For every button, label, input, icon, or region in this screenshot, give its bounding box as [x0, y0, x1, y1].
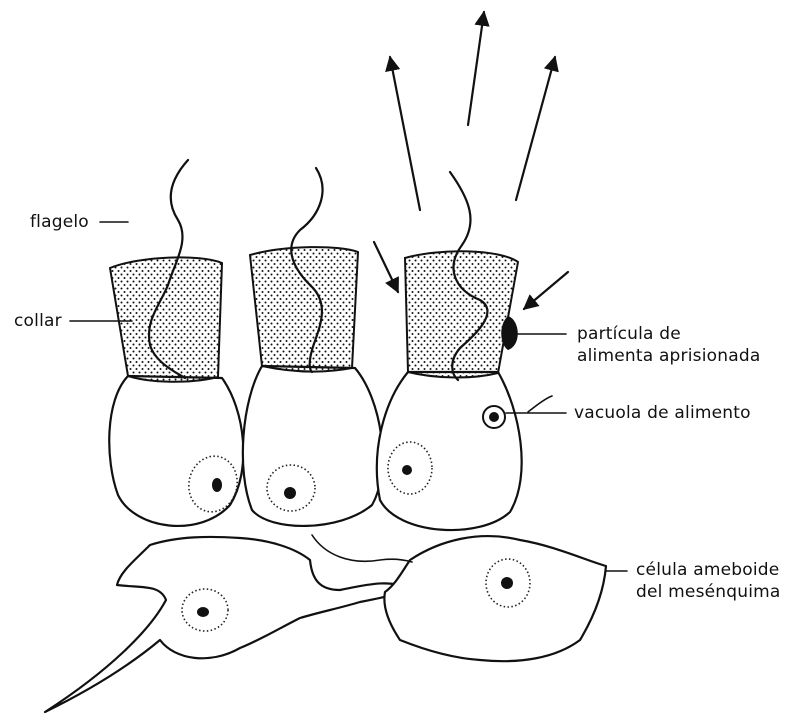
inflow-arrow-right [524, 272, 568, 309]
collar-1 [110, 257, 222, 381]
inflow-arrow-left [374, 242, 398, 292]
food-vacuole [483, 406, 505, 428]
label-vacuola: vacuola de alimento [574, 403, 751, 423]
choanocyte-body-1 [109, 376, 243, 526]
label-flagelo: flagelo [30, 212, 89, 232]
label-particula-line2: alimenta aprisionada [577, 346, 760, 366]
label-celula-line2: del mesénquima [636, 582, 781, 602]
outflow-arrows [390, 12, 555, 210]
amoeboid-cell-left [45, 537, 410, 712]
outflow-arrow-right [516, 57, 555, 200]
label-collar: collar [14, 311, 62, 331]
cell-surface-flick [528, 396, 552, 412]
choanocyte-body-3 [377, 372, 522, 530]
collar-2 [250, 247, 358, 372]
label-celula-line1: célula ameboide [636, 560, 779, 580]
collar-3 [405, 251, 518, 377]
label-particula-line1: partícula de [577, 324, 681, 344]
outflow-arrow-middle [468, 12, 484, 125]
choanocyte-body-2 [243, 366, 383, 526]
mesenchyme-connector [312, 535, 412, 562]
outflow-arrow-left [390, 57, 420, 210]
amoeboid-cell-right [384, 536, 606, 661]
